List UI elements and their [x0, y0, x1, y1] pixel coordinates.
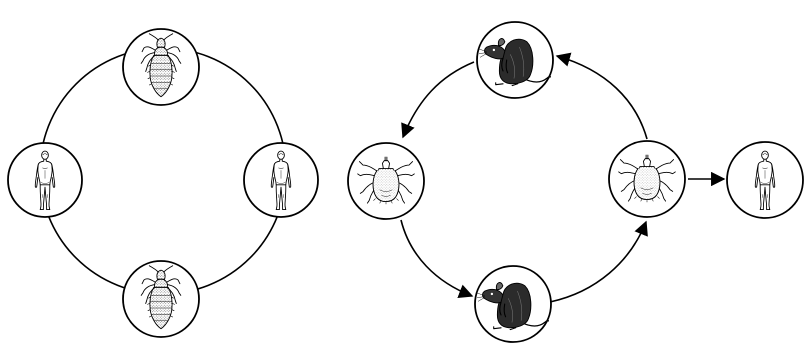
louse-top-node [122, 28, 200, 106]
human-left-node [7, 142, 83, 218]
rat-top-node [476, 21, 554, 99]
tick-right-node [608, 140, 686, 218]
tick-left-node [347, 142, 425, 220]
arrow-rat-to-tick [401, 61, 475, 139]
rat-bottom-node [474, 265, 552, 343]
arrow-rat-to-tick-right [549, 220, 648, 303]
tick-rat-cycle [347, 21, 804, 343]
louse-human-cycle [7, 28, 319, 338]
human-far-right-node [726, 141, 804, 219]
arrow-tick-to-rat-top [555, 52, 648, 140]
human-right-node [243, 142, 319, 218]
arrow-tick-to-rat [400, 219, 474, 299]
louse-bottom-node [122, 260, 200, 338]
